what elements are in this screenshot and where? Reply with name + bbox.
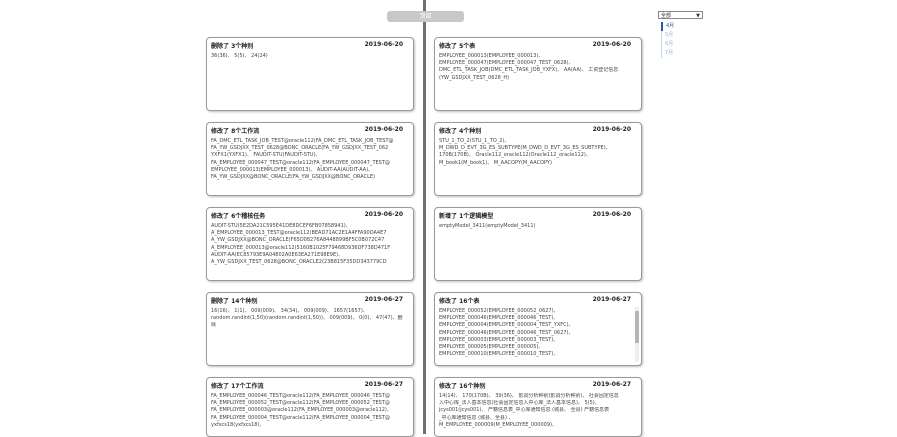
card-title: 修改了 17个工作流 [211, 383, 264, 390]
card-line: FA_EMPLOYEE_000003@oracle112(FA_EMPLOYEE… [211, 407, 392, 414]
card-body: FA_DMC_ETL_TASK_JOB_TEST@oracle112(FA_DM… [211, 138, 405, 192]
card-line: M_EMPLOYEE_000009(M_EMPLOYEE_000009)、 [439, 421, 557, 428]
timeline-card[interactable]: 修改了 6个稽核任务 2019-06-20 AUDIT-STU(5E2DA21C… [206, 207, 414, 281]
month-nav-item[interactable]: 6月 [665, 41, 674, 47]
card-line: (YW_GSDJXX_TEST_0628_H) [439, 74, 510, 81]
card-line: 36(36)、 5(5)、 24(24) [211, 53, 268, 59]
card-line: A_YW_GSDJXX@BONC_ORACLE(F65D08276A844889… [211, 237, 385, 244]
chevron-down-icon: ▼ [696, 13, 700, 19]
timeline-card[interactable]: 修改了 16个表 2019-06-27 EMPLOYEE_000052(EMPL… [434, 292, 642, 366]
card-line: EMPLOYEE_000046(EMPLOYEE_000046_TEST)、 [439, 315, 559, 322]
card-line: _中心库通知信息 (城县、全县) 、 [439, 414, 514, 421]
card-line: FA_EMPLOYEE_000052_TEST@oracle112(FA_EMP… [211, 400, 390, 407]
card-date: 2019-06-27 [364, 296, 403, 303]
card-title: 删除了 14个种别 [211, 298, 258, 305]
card-date: 2019-06-20 [364, 211, 403, 218]
card-line: FA_EMPLOYEE_000046_TEST@oracle112(FA_EMP… [211, 393, 390, 399]
card-line: 入中心库_法人基本信息(社会固定信息入中心库_法人基本信息)、 5(5)、 [439, 400, 600, 407]
card-title: 新增了 1个逻辑模型 [439, 213, 494, 220]
card-body: 36(36)、 5(5)、 24(24) [211, 53, 405, 107]
card-title: 修改了 16个种别 [439, 383, 486, 390]
card-line: 除 [211, 322, 217, 329]
card-line: A_EMPLOYEE_000013_TEST@oracle112(BEAD71A… [211, 230, 387, 237]
card-line: FA_YW_GSDJXX_TEST_0628@BONC_ORACLE(FA_YW… [211, 145, 389, 152]
card-body: 16(16)、 1(1)、 009(009)、 34(34)、 009(009)… [211, 308, 405, 362]
month-nav-item[interactable]: 5月 [665, 32, 674, 38]
card-title: 修改了 16个表 [439, 298, 480, 305]
card-line: EMPLOYEE_000052(EMPLOYEE_000052_0627)、 [439, 308, 559, 314]
card-date: 2019-06-27 [592, 296, 631, 303]
card-line: EMPLOYEE_000010(EMPLOYEE_000010_TEST)、 [439, 351, 559, 358]
card-line: 16(16)、 1(1)、 009(009)、 34(34)、 009(009)… [211, 308, 368, 314]
card-line: YXFX1(YXFX1)、 FAUDIT-STU(FAUDIT-STU)、 [211, 152, 321, 159]
card-line: A_YW_GSDJXX_TEST_0628@BONC_ORACLE2(23B81… [211, 259, 387, 266]
card-line: AUDIT-AA(EC85793E9A04802A0E63EA271E98E9E… [211, 251, 344, 258]
card-body: FA_EMPLOYEE_000046_TEST@oracle112(FA_EMP… [211, 393, 405, 433]
timeline-card[interactable]: 修改了 16个种别 2019-06-27 14(14)、 170(170B)、 … [434, 377, 642, 437]
card-line: FA_YW_GSDJXX@BONC_ORACLE(FA_YW_GSDJXX@BO… [211, 174, 375, 181]
card-line: EMPLOYEE_000047(EMPLOYEE_000047_TEST_062… [439, 60, 574, 67]
card-line: STU_1_TO_2(STU_1_TO_2)、 [439, 138, 510, 144]
card-line: emptyModel_3411(emptyModel_3411) [439, 223, 536, 229]
card-title: 修改了 8个工作流 [211, 128, 260, 135]
card-title: 修改了 4个种别 [439, 128, 482, 135]
period-select[interactable]: 全部 ▼ [658, 11, 703, 19]
card-line: FA_EMPLOYEE_000004_TEST@oracle112(FA_EMP… [211, 414, 390, 421]
card-date: 2019-06-27 [364, 381, 403, 388]
card-date: 2019-06-20 [364, 41, 403, 48]
month-nav-item[interactable]: 4月 [661, 22, 692, 31]
card-line: EMPLOYEE_000013(EMPLOYEE_000013)、 AUDIT-… [211, 166, 374, 173]
timeline-card[interactable]: 修改了 17个工作流 2019-06-27 FA_EMPLOYEE_000046… [206, 377, 414, 437]
card-date: 2019-06-20 [592, 211, 631, 218]
card-line: random.randint(1,50)(random.randint(1,50… [211, 315, 403, 322]
card-title: 删除了 3个种别 [211, 43, 254, 50]
card-line: EMPLOYEE_000003(EMPLOYEE_000003_TEST)、 [439, 336, 559, 343]
timeline-card[interactable]: 删除了 14个种别 2019-06-27 16(16)、 1(1)、 009(0… [206, 292, 414, 366]
card-title: 修改了 6个稽核任务 [211, 213, 266, 220]
timeline-card[interactable]: 修改了 4个种别 2019-06-20 STU_1_TO_2(STU_1_TO_… [434, 122, 642, 196]
card-line: 14(14)、 170(170B)、 39(36)、 影调分析种别(影调分析种别… [439, 393, 619, 399]
back-to-top-button[interactable]: 顶部 [387, 11, 464, 22]
timeline-card[interactable]: 新增了 1个逻辑模型 2019-06-20 emptyModel_3411(em… [434, 207, 642, 281]
card-line: M_book1(M_book1)、 M_AACOPY(M_AACOPY) [439, 159, 552, 166]
card-date: 2019-06-27 [592, 381, 631, 388]
card-body: AUDIT-STU(5E2DA21C595E41DE8DCEF6FB078589… [211, 223, 405, 277]
card-line: jcys001(jcys001)、 产籍信息表_中心库通知信息 (城县、 全县)… [439, 407, 610, 414]
month-nav-item[interactable]: 7月 [665, 50, 674, 56]
timeline-card[interactable]: 修改了 8个工作流 2019-06-20 FA_DMC_ETL_TASK_JOB… [206, 122, 414, 196]
month-nav: 4月 5月 6月 7月 [661, 22, 692, 58]
timeline-card[interactable]: 修改了 5个表 2019-06-20 EMPLOYEE_000013(EMPLO… [434, 37, 642, 111]
card-date: 2019-06-20 [364, 126, 403, 133]
card-body: 14(14)、 170(170B)、 39(36)、 影调分析种别(影调分析种别… [439, 393, 633, 433]
card-line: yxfxcs18(yxfxcs18)、 [211, 421, 265, 428]
timeline-axis [423, 0, 426, 434]
card-body: EMPLOYEE_000013(EMPLOYEE_000013)、 EMPLOY… [439, 53, 633, 107]
card-line: 170B(170B)、 Oracle112_oracle112(Oracle11… [439, 152, 591, 159]
card-line: EMPLOYEE_000005(EMPLOYEE_000005)、 [439, 344, 544, 351]
card-line: EMPLOYEE_000004(EMPLOYEE_000004_TEST_YXF… [439, 322, 574, 329]
card-line: DMC_ETL_TASK_JOB(DMC_ETL_TASK_JOB_YXFX)、… [439, 67, 619, 74]
card-date: 2019-06-20 [592, 41, 631, 48]
card-line: EMPLOYEE_000013(EMPLOYEE_000013)、 [439, 53, 544, 59]
card-line: FA_DMC_ETL_TASK_JOB_TEST@oracle112(FA_DM… [211, 138, 394, 144]
timeline-card[interactable]: 删除了 3个种别 2019-06-20 36(36)、 5(5)、 24(24) [206, 37, 414, 111]
scrollbar-thumb[interactable] [635, 311, 639, 343]
card-line: A_EMPLOYEE_000013@oracle112(5160B1025F79… [211, 244, 391, 251]
card-line: EMPLOYEE_000046(EMPLOYEE_000046_TEST_062… [439, 329, 574, 336]
card-body: STU_1_TO_2(STU_1_TO_2)、 M_DWD_D_EVT_3G_E… [439, 138, 633, 192]
card-scrollbar[interactable] [635, 307, 639, 362]
card-line: FA_EMPLOYEE_000047_TEST@oracle112(FA_EMP… [211, 159, 390, 166]
period-select-value: 全部 [661, 13, 672, 19]
card-body: EMPLOYEE_000052(EMPLOYEE_000052_0627)、 E… [439, 308, 631, 362]
card-date: 2019-06-20 [592, 126, 631, 133]
card-body: emptyModel_3411(emptyModel_3411) [439, 223, 633, 277]
card-line: AUDIT-STU(5E2DA21C595E41DE8DCEF6FB078589… [211, 223, 351, 229]
card-title: 修改了 5个表 [439, 43, 476, 50]
card-line: M_DWD_D_EVT_3G_ES_SUBTYPE(M_DWD_D_EVT_3G… [439, 145, 611, 152]
